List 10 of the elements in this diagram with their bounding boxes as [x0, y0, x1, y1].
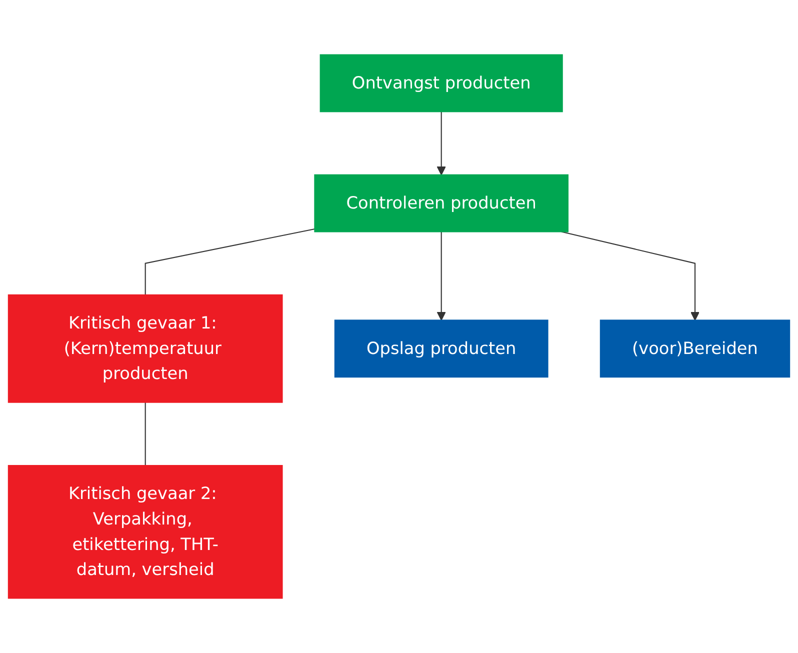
node-box: Ontvangst producten — [320, 54, 563, 112]
connector — [144, 402, 146, 466]
node-box: Kritisch gevaar 1: (Kern)temperatuur producten — [8, 294, 283, 403]
node-box: (voor)Bereiden — [600, 320, 790, 378]
arrow — [436, 112, 446, 176]
arrow — [436, 232, 446, 321]
node-box: Kritisch gevaar 2: Verpakking, etikettering, THT-datum, versheid — [8, 465, 283, 599]
node-box: Controleren producten — [314, 174, 569, 232]
connector — [144, 228, 315, 295]
node-box: Opslag producten — [334, 320, 548, 378]
